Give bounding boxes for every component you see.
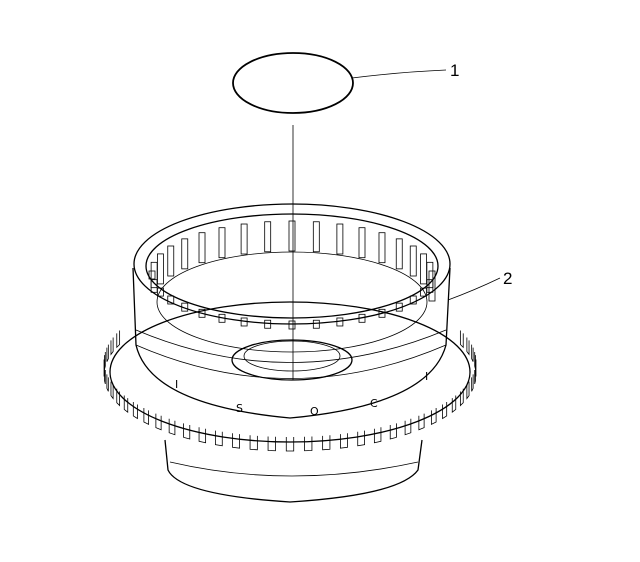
inner-spline <box>312 319 320 329</box>
gear-tooth <box>104 366 106 385</box>
gear-tooth <box>116 388 121 407</box>
inner-spline <box>167 245 175 277</box>
gear-tooth <box>471 374 474 392</box>
inner-spline <box>378 308 386 318</box>
gear-tooth <box>340 433 348 449</box>
gear-tooth <box>474 366 476 385</box>
callout-label-2: 2 <box>503 269 512 288</box>
inner-spline <box>167 295 175 305</box>
inner-spline <box>420 253 427 285</box>
gear-tooth <box>357 430 366 447</box>
gear-tooth <box>123 395 129 413</box>
gear-tooth <box>104 352 106 370</box>
gear-tooth <box>132 401 138 420</box>
gear-tooth <box>232 433 240 449</box>
inner-spline <box>181 302 189 312</box>
gear-housing: I S O C I <box>103 203 477 503</box>
leader-line-2 <box>447 277 501 301</box>
inner-spline <box>336 317 344 327</box>
inner-spline <box>198 308 206 318</box>
inner-spline <box>409 295 417 305</box>
inner-spline <box>148 270 156 280</box>
callout-label-1: 1 <box>450 61 459 80</box>
gear-tooth <box>442 401 448 420</box>
gear-tooth <box>459 388 464 407</box>
gear-tooth <box>267 436 276 452</box>
gear-tooth <box>466 381 470 400</box>
svg-text:I: I <box>175 378 178 391</box>
inner-spline <box>395 238 403 270</box>
inner-spline <box>264 221 272 253</box>
gear-tooth <box>143 408 150 426</box>
inner-spline <box>198 232 206 264</box>
gear-tooth <box>304 436 313 452</box>
inner-spline <box>288 320 296 330</box>
gear-tooth <box>389 423 397 440</box>
inner-spline <box>181 238 189 270</box>
inner-spline <box>240 223 248 255</box>
gear-tooth <box>155 413 162 431</box>
inner-splines <box>148 220 436 330</box>
inner-spline <box>395 302 403 312</box>
inner-spline <box>312 221 320 253</box>
leader-line-1 <box>351 69 447 79</box>
gear-tooth <box>430 408 437 426</box>
gear-tooth <box>285 436 295 452</box>
gear-tooth <box>106 374 109 392</box>
gear-tooth <box>459 330 464 349</box>
gear-tooth <box>214 430 223 447</box>
inner-spline <box>288 220 296 252</box>
gear-tooth <box>466 337 470 356</box>
inner-spline <box>409 245 417 277</box>
gear-tooth <box>322 435 331 451</box>
gear-tooth <box>471 344 474 362</box>
svg-text:I: I <box>425 370 428 383</box>
gear-tooth <box>474 352 476 370</box>
inner-spline <box>358 313 366 323</box>
inner-spline <box>240 317 248 327</box>
gear-tooth <box>183 423 191 440</box>
gear-tooth <box>106 344 109 362</box>
gear-tooth <box>110 337 114 356</box>
inner-spline <box>378 232 386 264</box>
inner-spline <box>218 313 226 323</box>
inner-spline <box>336 223 344 255</box>
svg-text:C: C <box>370 397 378 410</box>
gear-tooth <box>373 427 382 444</box>
gear-teeth <box>103 330 477 452</box>
gear-tooth <box>418 413 425 431</box>
inner-spline <box>218 227 226 259</box>
svg-text:S: S <box>236 402 243 415</box>
gear-tooth <box>404 418 412 436</box>
svg-text:O: O <box>310 405 319 418</box>
snap-ring <box>232 52 354 114</box>
inner-spline <box>157 253 164 285</box>
gear-tooth <box>116 330 121 349</box>
gear-tooth <box>198 427 207 444</box>
gear-tooth <box>249 435 258 451</box>
inner-spline <box>264 319 272 329</box>
gear-tooth <box>168 418 176 436</box>
inner-spline <box>358 227 366 259</box>
inner-spline <box>428 270 436 302</box>
gear-tooth <box>110 381 114 400</box>
gear-tooth <box>451 395 457 413</box>
inner-spline <box>426 261 434 293</box>
